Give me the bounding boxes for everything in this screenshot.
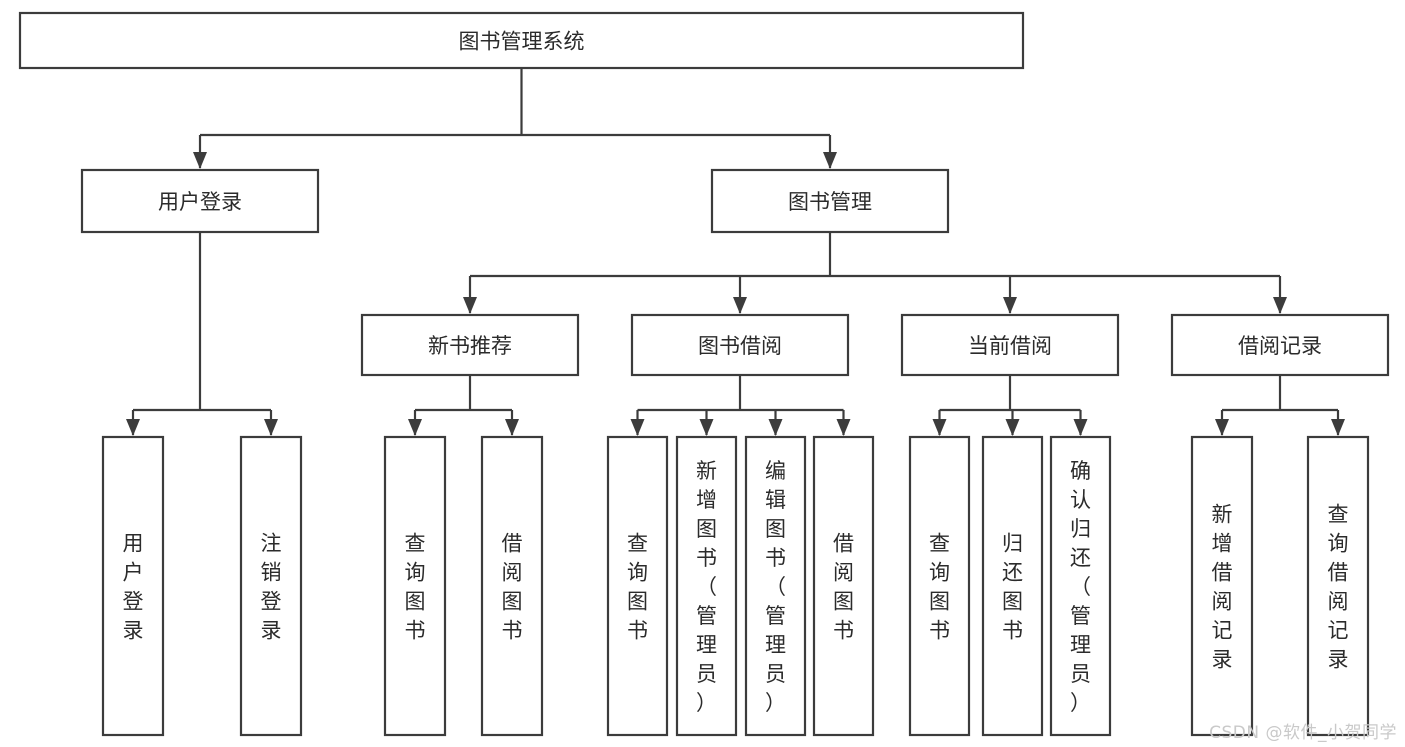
node-user-login[interactable]: 用户登录: [80, 168, 320, 234]
node-box: [383, 435, 447, 737]
node-leaf-query-book-current[interactable]: 查询图书: [908, 435, 971, 737]
node-book-manage[interactable]: 图书管理: [710, 168, 950, 234]
arrow-head-icon: [768, 419, 783, 436]
node-leaf-query-book-rec[interactable]: 查询图书: [383, 435, 447, 737]
node-leaf-query-book-borrow[interactable]: 查询图书: [606, 435, 669, 737]
node-leaf-user-logout[interactable]: 注销登录: [239, 435, 303, 737]
arrow-head-icon: [1003, 297, 1017, 314]
arrow-head-icon: [193, 152, 207, 169]
node-label: 编辑图书（管理员）: [765, 459, 786, 715]
node-box: [744, 435, 807, 737]
node-box: [675, 435, 738, 737]
node-box: [908, 435, 971, 737]
node-label: 图书管理: [788, 190, 872, 214]
node-leaf-query-borrow-record[interactable]: 查询借阅记录: [1306, 435, 1370, 737]
arrow-head-icon: [1005, 419, 1020, 436]
arrow-head-icon: [932, 419, 947, 436]
node-leaf-borrow-book-rec[interactable]: 借阅图书: [480, 435, 544, 737]
node-box: [239, 435, 303, 737]
node-box: [360, 313, 580, 377]
node-leaf-add-book-admin[interactable]: 新增图书（管理员）: [675, 435, 738, 737]
node-label: 当前借阅: [968, 334, 1052, 358]
node-leaf-edit-book-admin[interactable]: 编辑图书（管理员）: [744, 435, 807, 737]
node-box: [1170, 313, 1390, 377]
node-leaf-return-book[interactable]: 归还图书: [981, 435, 1044, 737]
node-box: [606, 435, 669, 737]
node-leaf-borrow-book[interactable]: 借阅图书: [812, 435, 875, 737]
arrow-head-icon: [1273, 297, 1287, 314]
arrow-head-icon: [733, 297, 747, 314]
node-borrow-record[interactable]: 借阅记录: [1170, 313, 1390, 377]
node-label: 查询图书: [405, 532, 426, 643]
node-label: 借阅图书: [833, 532, 854, 643]
arrow-head-icon: [505, 419, 519, 436]
arrow-head-icon: [463, 297, 477, 314]
node-label: 新增借阅记录: [1212, 503, 1233, 672]
arrow-head-icon: [264, 419, 278, 436]
arrow-head-icon: [408, 419, 422, 436]
node-label: 用户登录: [123, 532, 144, 643]
node-leaf-user-login[interactable]: 用户登录: [101, 435, 165, 737]
node-label: 借阅图书: [502, 532, 523, 643]
node-label: 查询图书: [627, 532, 648, 643]
csdn-watermark: CSDN @软件_小贺同学: [1209, 723, 1397, 743]
node-label: 确认归还（管理员）: [1070, 459, 1091, 715]
node-label: 图书借阅: [698, 334, 782, 358]
node-box: [101, 435, 165, 737]
node-label: 注销登录: [261, 532, 282, 643]
arrow-head-icon: [1331, 419, 1345, 436]
node-label: 借阅记录: [1238, 334, 1322, 358]
node-box: [710, 168, 950, 234]
arrow-head-icon: [630, 419, 645, 436]
node-label: 图书管理系统: [459, 30, 585, 54]
node-label: 用户登录: [158, 190, 242, 214]
node-leaf-confirm-return-admin[interactable]: 确认归还（管理员）: [1049, 435, 1112, 737]
node-box: [981, 435, 1044, 737]
node-box: [480, 435, 544, 737]
node-box: [900, 313, 1120, 377]
node-book-borrow[interactable]: 图书借阅: [630, 313, 850, 377]
node-box: [1049, 435, 1112, 737]
node-leaf-add-borrow-record[interactable]: 新增借阅记录: [1190, 435, 1254, 737]
node-box: [1190, 435, 1254, 737]
node-label: 新增图书（管理员）: [696, 459, 717, 715]
arrow-head-icon: [1073, 419, 1088, 436]
arrow-head-icon: [699, 419, 714, 436]
node-box: [1306, 435, 1370, 737]
node-label: 归还图书: [1002, 532, 1023, 643]
node-new-book-recommend[interactable]: 新书推荐: [360, 313, 580, 377]
arrow-head-icon: [836, 419, 851, 436]
node-label: 查询图书: [929, 532, 950, 643]
node-label: 新书推荐: [428, 334, 512, 358]
node-label: 查询借阅记录: [1328, 503, 1349, 672]
node-current-borrow[interactable]: 当前借阅: [900, 313, 1120, 377]
arrow-head-icon: [823, 152, 837, 169]
node-root[interactable]: 图书管理系统: [18, 11, 1025, 70]
node-box: [18, 11, 1025, 70]
arrow-head-icon: [1215, 419, 1229, 436]
node-box: [80, 168, 320, 234]
node-box: [812, 435, 875, 737]
arrow-head-icon: [126, 419, 140, 436]
node-box: [630, 313, 850, 377]
